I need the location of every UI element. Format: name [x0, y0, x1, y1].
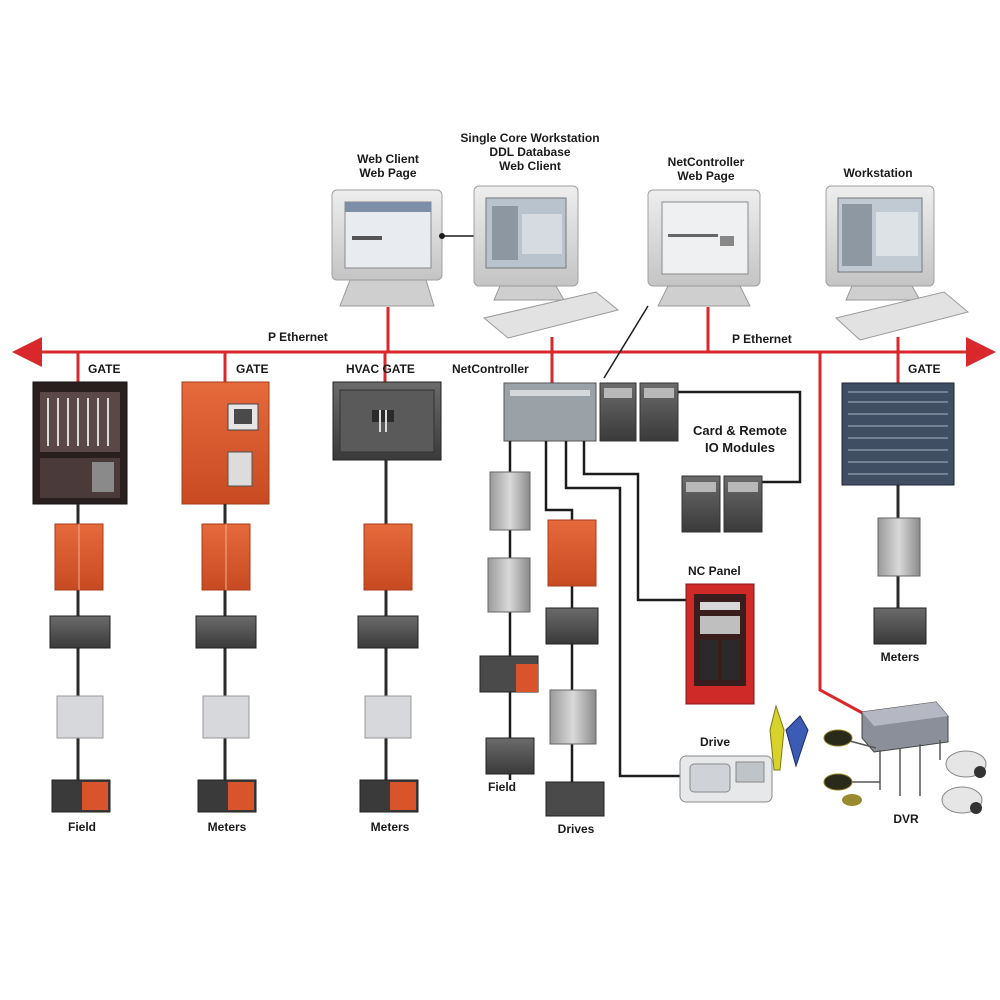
netcontroller-bus-wiring: [508, 441, 690, 790]
field-column-5: [545, 519, 605, 817]
netcontroller-unit[interactable]: [503, 382, 679, 442]
workstation-3[interactable]: [647, 189, 761, 307]
workstation-4[interactable]: [825, 185, 970, 341]
netcontroller-label: NetController: [452, 362, 529, 376]
panel-1-cabinet[interactable]: [32, 381, 128, 505]
bottom-label-5: Drives: [557, 822, 595, 836]
remote-io-modules[interactable]: [678, 390, 802, 533]
workstation-2-label: Single Core Workstation DDL Database Web…: [460, 131, 600, 173]
workstation-4-label: Workstation: [843, 166, 913, 180]
ethernet-label-right: P Ethernet: [732, 332, 792, 346]
drive-equipment: [679, 704, 809, 803]
field-column-1: [49, 504, 111, 813]
ethernet-backbone: [12, 307, 996, 718]
bottom-label-1: Field: [67, 820, 97, 834]
bottom-label-3: Meters: [370, 820, 410, 834]
panel-5-label: GATE: [908, 362, 941, 376]
panel-3-label: HVAC GATE: [346, 362, 415, 376]
drive-label: Drive: [700, 735, 731, 749]
ethernet-label-left: P Ethernet: [268, 330, 328, 344]
bottom-label-2: Meters: [207, 820, 247, 834]
panel-3-cabinet[interactable]: [332, 381, 442, 461]
workstation-3-label: NetController Web Page: [667, 155, 745, 183]
bottom-label-4: Field: [487, 780, 517, 794]
io-modules-label: Card & Remote IO Modules: [693, 423, 787, 455]
field-column-2: [195, 504, 257, 813]
nc-panel[interactable]: [685, 583, 755, 705]
camera-icons: [823, 729, 987, 814]
bottom-label-6: Meters: [880, 650, 920, 664]
workstation-2[interactable]: [473, 185, 620, 339]
dvr-unit[interactable]: [845, 701, 949, 796]
field-column-6: [873, 485, 927, 645]
field-column-4: [479, 471, 539, 775]
dvr-label: DVR: [893, 812, 919, 826]
sensor-1: [56, 695, 104, 739]
io-device-1: [49, 615, 111, 649]
panel-1-label: GATE: [88, 362, 121, 376]
panel-2-label: GATE: [236, 362, 269, 376]
workstation-1-label: Web Client Web Page: [357, 152, 419, 180]
workstation-1[interactable]: [331, 189, 443, 307]
field-column-3: [357, 460, 419, 813]
panel-5-cabinet[interactable]: [841, 382, 955, 486]
panel-2-cabinet[interactable]: [181, 381, 270, 505]
nc-panel-label: NC Panel: [688, 564, 741, 578]
